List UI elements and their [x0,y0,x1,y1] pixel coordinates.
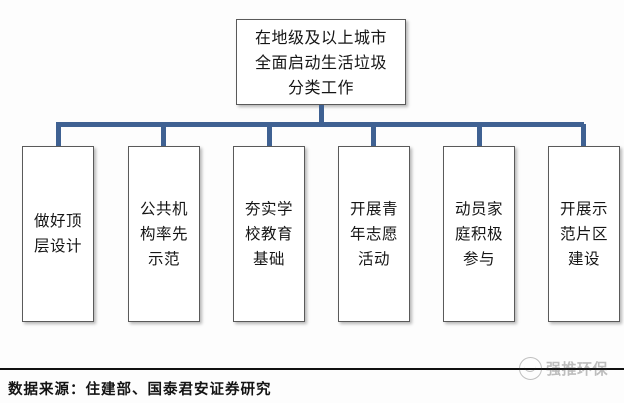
connector-stem [319,105,324,126]
child-node-box-2: 夯实学校教育基础 [233,146,305,322]
connector-drop-2 [267,124,272,147]
child-node-box-5: 开展示范片区建设 [548,146,620,322]
child-node-label-0: 做好顶层设计 [33,212,82,255]
circle-leaf-icon [519,357,542,380]
child-node-box-3: 开展青年志愿活动 [338,146,410,322]
source-note: 数据来源：住建部、国泰君安证券研究 [8,381,272,398]
watermark: 强推环保 [519,357,608,380]
child-node-label-4: 动员家庭积极参与 [454,199,503,268]
footer-divider [0,368,624,370]
connector-drop-4 [477,124,482,147]
child-node-box-1: 公共机构率先示范 [128,146,200,322]
watermark-label: 强推环保 [546,360,609,378]
root-node-box: 在地级及以上城市全面启动生活垃圾分类工作 [236,19,406,105]
child-node-box-4: 动员家庭积极参与 [443,146,515,322]
connector-bus [56,122,584,127]
root-node-label: 在地级及以上城市全面启动生活垃圾分类工作 [254,27,387,97]
connector-drop-1 [161,124,166,147]
child-node-label-5: 开展示范片区建设 [559,199,608,268]
child-node-label-2: 夯实学校教育基础 [244,199,293,268]
connector-drop-0 [56,124,61,147]
child-node-box-0: 做好顶层设计 [22,146,94,322]
child-node-label-1: 公共机构率先示范 [139,199,188,268]
connector-drop-5 [581,124,586,147]
connector-drop-3 [371,124,376,147]
child-node-label-3: 开展青年志愿活动 [349,199,398,268]
